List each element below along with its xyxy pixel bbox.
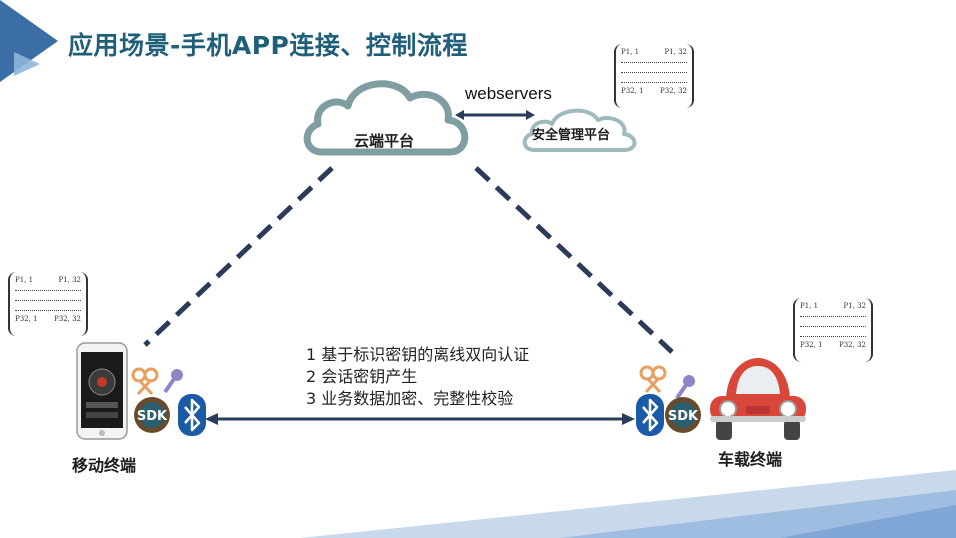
step-2: 2 会话密钥产生	[306, 367, 418, 386]
key-matrix-vehicle: P1, 1 P1, 32 P32, 1 P32, 32	[793, 298, 873, 362]
mobile-terminal-label: 移动终端	[72, 456, 137, 475]
key-cell-top-right: P1, 32	[843, 302, 866, 310]
key-matrix-mobile: P1, 1 P1, 32 P32, 1 P32, 32	[8, 272, 88, 336]
bluetooth-icon	[178, 394, 206, 436]
key-icon	[639, 365, 667, 394]
sdk-text: SDK	[137, 409, 168, 424]
auth-steps: 1 基于标识密钥的离线双向认证 2 会话密钥产生 3 业务数据加密、完整性校验	[306, 344, 529, 410]
security-platform-label: 安全管理平台	[532, 128, 611, 143]
key-cell-top-right: P1, 32	[58, 276, 81, 284]
step-3: 3 业务数据加密、完整性校验	[306, 389, 514, 408]
lock-key-icon	[675, 375, 695, 400]
step-1: 1 基于标识密钥的离线双向认证	[306, 345, 530, 364]
key-cell-top-left: P1, 1	[800, 302, 819, 310]
key-cell-bottom-left: P32, 1	[15, 315, 38, 323]
cloud-platform-icon	[303, 80, 469, 156]
key-cell-bottom-left: P32, 1	[800, 341, 823, 349]
key-cell-top-right: P1, 32	[664, 48, 687, 56]
security-platform-icon	[522, 108, 637, 152]
mobile-phone-icon	[76, 342, 128, 440]
key-cell-bottom-left: P32, 1	[621, 87, 644, 95]
corner-decoration	[0, 0, 58, 82]
webserver-arrow	[455, 110, 535, 120]
key-cell-bottom-right: P32, 32	[54, 315, 81, 323]
key-matrix-cloud: P1, 1 P1, 32 P32, 1 P32, 32	[614, 44, 694, 108]
vehicle-terminal-label: 车载终端	[718, 450, 783, 469]
car-icon	[710, 358, 806, 440]
key-cell-bottom-right: P32, 32	[660, 87, 687, 95]
key-cell-top-left: P1, 1	[15, 276, 34, 284]
sdk-icon: SDK	[134, 397, 170, 433]
page-title: 应用场景-手机APP连接、控制流程	[68, 31, 468, 60]
webserver-label: webservers	[465, 84, 552, 103]
sdk-icon: SDK	[665, 397, 701, 433]
lock-key-icon	[163, 369, 183, 394]
sdk-text: SDK	[668, 409, 699, 424]
cloud-platform-label: 云端平台	[354, 132, 415, 150]
bluetooth-icon	[636, 394, 664, 436]
key-cell-top-left: P1, 1	[621, 48, 640, 56]
key-icon	[131, 367, 159, 396]
key-cell-bottom-right: P32, 32	[839, 341, 866, 349]
